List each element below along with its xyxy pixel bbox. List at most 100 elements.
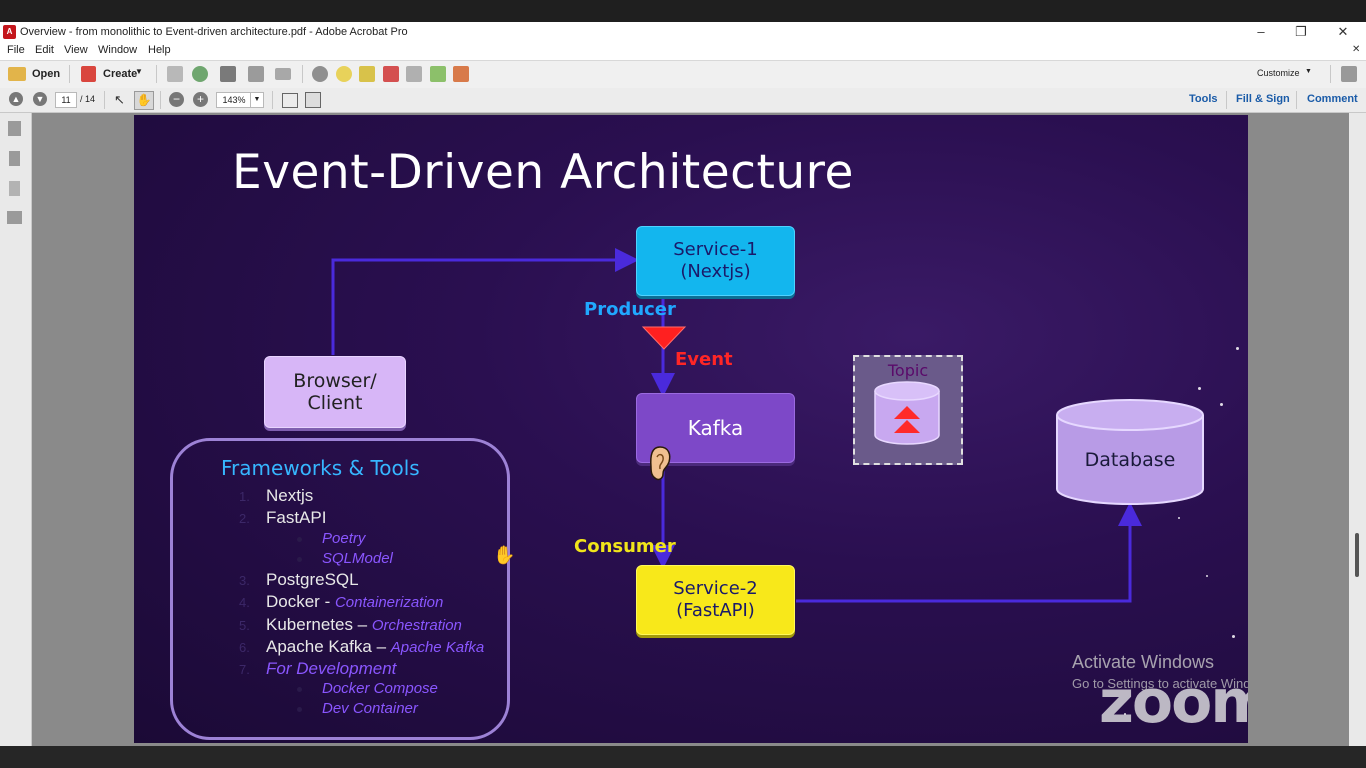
edit-icon[interactable] — [248, 66, 264, 82]
kubernetes-purpose: Orchestration — [371, 617, 462, 634]
main-toolbar: Open Create ▼ Customize ▼ — [0, 60, 1366, 89]
create-pdf-icon[interactable] — [81, 66, 96, 82]
sign-icon[interactable] — [453, 66, 469, 82]
slide-page: Event-Driven Architecture Service-1 (Nex… — [134, 115, 1248, 743]
connector-arrows — [331, 248, 1142, 603]
producer-label: Producer — [584, 299, 676, 320]
toolbar-divider — [156, 65, 157, 83]
navigation-toolbar: ▲ ▼ 11 / 14 ↖ ✋ − + 143% ▼ Tools Fill & … — [0, 88, 1366, 113]
list-number: 4. — [239, 595, 250, 610]
docker-text: Docker - — [266, 592, 335, 611]
toolbar-divider — [1296, 91, 1297, 109]
framework-item-development: For Development — [266, 659, 397, 678]
scrollbar-thumb[interactable] — [1355, 533, 1359, 577]
page-total: / 14 — [80, 94, 96, 104]
docker-purpose: Containerization — [334, 594, 444, 611]
zoom-dropdown-icon[interactable]: ▼ — [250, 92, 264, 108]
expand-icon[interactable] — [1341, 66, 1357, 82]
zoom-level-input[interactable]: 143% — [216, 92, 252, 108]
full-screen-icon[interactable] — [305, 92, 321, 108]
kafka-text: Apache Kafka – — [266, 637, 391, 656]
database-label: Database — [1084, 449, 1176, 471]
save-icon[interactable] — [167, 66, 183, 82]
client-label: Client — [307, 392, 363, 414]
create-dropdown-icon[interactable]: ▼ — [135, 67, 143, 76]
kafka-purpose: Apache Kafka — [390, 639, 485, 656]
toolbar-divider — [1330, 65, 1331, 83]
screen-bottom-strip — [0, 746, 1366, 768]
stamp-icon[interactable] — [383, 66, 399, 82]
highlight-icon[interactable] — [359, 66, 375, 82]
customize-button[interactable]: Customize — [1257, 68, 1300, 78]
service-1-tech: (Nextjs) — [680, 261, 751, 282]
menu-edit[interactable]: Edit — [35, 44, 54, 56]
browser-client-box: Browser/ Client — [264, 356, 406, 428]
topic-cylinder-icon — [874, 381, 940, 445]
framework-item-kafka: Apache Kafka – Apache Kafka — [266, 637, 484, 657]
service-1-label: Service-1 — [673, 239, 758, 260]
menu-help[interactable]: Help — [148, 44, 171, 56]
service-1-box: Service-1 (Nextjs) — [636, 226, 795, 296]
settings-icon[interactable] — [312, 66, 328, 82]
service-2-tech: (FastAPI) — [676, 600, 755, 621]
pages-icon[interactable] — [8, 121, 21, 136]
toolbar-divider — [160, 91, 161, 109]
frameworks-panel: Frameworks & Tools 1. Nextjs 2. FastAPI … — [170, 438, 510, 740]
create-button[interactable]: Create — [103, 68, 138, 80]
collapse-menu-icon[interactable]: ✕ — [1352, 44, 1361, 55]
framework-item-fastapi: FastAPI — [266, 508, 327, 527]
fit-page-icon[interactable] — [282, 93, 298, 108]
toolbar-divider — [104, 91, 105, 109]
toolbar-divider — [1226, 91, 1227, 109]
customize-dropdown-icon[interactable]: ▼ — [1305, 68, 1312, 75]
print-icon[interactable] — [220, 66, 236, 82]
open-folder-icon[interactable] — [8, 67, 26, 81]
page-number-input[interactable]: 11 — [55, 92, 77, 108]
event-label: Event — [675, 349, 733, 370]
vertical-scrollbar[interactable] — [1349, 113, 1366, 746]
menu-window[interactable]: Window — [98, 44, 138, 56]
zoom-logo: zoom — [1099, 667, 1248, 737]
comment-tab[interactable]: Comment — [1307, 93, 1358, 105]
window-title: Overview - from monolithic to Event-driv… — [20, 26, 408, 38]
list-number: 5. — [239, 618, 250, 633]
menu-view[interactable]: View — [64, 44, 88, 56]
database-cylinder — [1056, 399, 1204, 505]
select-cursor-icon[interactable]: ↖ — [114, 92, 125, 107]
list-number: 1. — [239, 489, 250, 504]
tools-tab[interactable]: Tools — [1189, 93, 1218, 105]
browser-label: Browser/ — [293, 370, 377, 392]
menu-file[interactable]: File — [7, 44, 25, 56]
previous-page-icon[interactable]: ▲ — [9, 92, 23, 106]
bullet-icon — [297, 687, 302, 692]
close-button[interactable]: ✕ — [1337, 24, 1349, 39]
minimize-button[interactable]: – — [1257, 24, 1265, 39]
signatures-icon[interactable] — [7, 211, 22, 224]
activate-windows-subtitle: Go to Settings to activate Windows. — [1072, 676, 1248, 691]
open-button[interactable]: Open — [32, 68, 61, 80]
zoom-out-icon[interactable]: − — [169, 92, 184, 107]
restore-button[interactable]: ❐ — [1295, 24, 1307, 39]
topic-label: Topic — [887, 361, 929, 380]
title-bar: A Overview - from monolithic to Event-dr… — [0, 22, 1366, 42]
cloud-icon[interactable] — [192, 66, 208, 82]
fill-sign-tab[interactable]: Fill & Sign — [1236, 93, 1290, 105]
consumer-label: Consumer — [574, 536, 676, 557]
toolbar-divider — [302, 65, 303, 83]
toolbar-divider — [69, 65, 70, 83]
bookmarks-icon[interactable] — [9, 151, 20, 166]
comment-icon[interactable] — [336, 66, 352, 82]
list-number: 6. — [239, 640, 250, 655]
attachments-icon[interactable] — [9, 181, 20, 196]
activate-windows-title: Activate Windows — [1072, 652, 1215, 672]
frameworks-title: Frameworks & Tools — [221, 456, 420, 480]
form-icon[interactable] — [430, 66, 446, 82]
list-number: 3. — [239, 573, 250, 588]
next-page-icon[interactable]: ▼ — [33, 92, 47, 106]
framework-sub-docker-compose: Docker Compose — [322, 680, 438, 697]
hand-tool-icon[interactable]: ✋ — [134, 91, 154, 110]
export-icon[interactable] — [406, 66, 422, 82]
email-icon[interactable] — [275, 68, 291, 80]
framework-sub-dev-container: Dev Container — [322, 700, 418, 717]
zoom-in-icon[interactable]: + — [193, 92, 208, 107]
